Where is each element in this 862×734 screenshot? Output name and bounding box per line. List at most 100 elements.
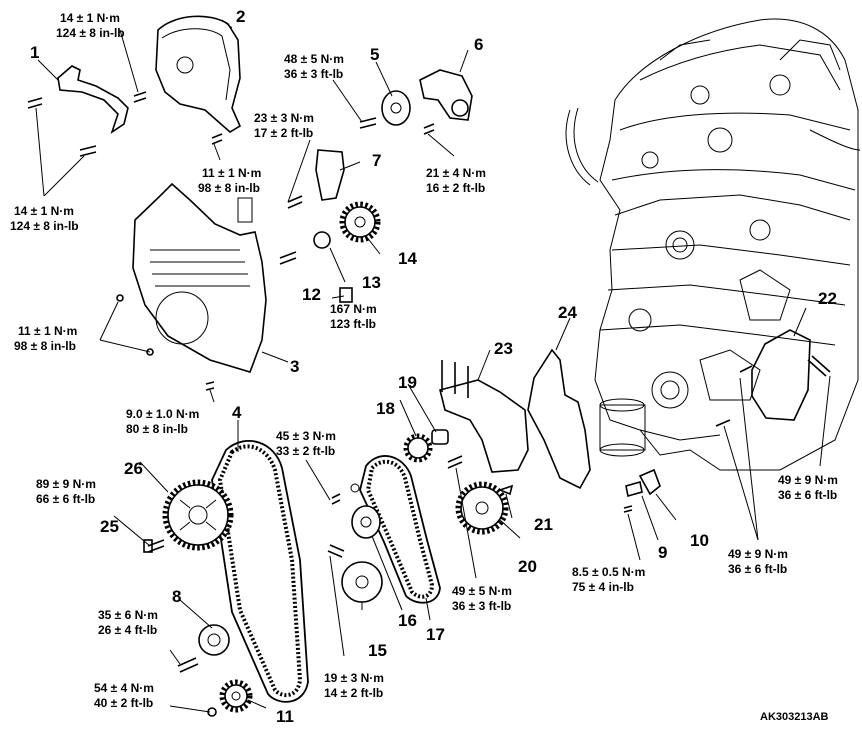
torque-part12-ftlb: 123 ft-lb <box>330 317 376 331</box>
label-part-20: 20 <box>518 557 537 576</box>
label-part-14: 14 <box>398 249 417 268</box>
torque-part8-ftlb: 26 ± 4 ft-lb <box>98 623 157 637</box>
label-part-19: 19 <box>398 373 417 392</box>
label-part-25: 25 <box>100 517 119 536</box>
part-16-washer <box>350 483 360 493</box>
label-part-18: 18 <box>376 399 395 418</box>
part-11-sprocket-body <box>224 684 248 708</box>
torque-part9-nm: 8.5 ± 0.5 N·m <box>572 565 645 579</box>
torque-cover3-inlb: 98 ± 8 in-lb <box>14 339 76 353</box>
torque-part6-nm: 21 ± 4 N·m <box>426 166 486 180</box>
torque-cover3-lower-inlb: 80 ± 8 in-lb <box>126 422 188 436</box>
torque-cover2-lower-inlb: 98 ± 8 in-lb <box>198 181 260 195</box>
part-22-support-bracket-drawing <box>751 329 811 421</box>
part-22-bolt <box>807 355 831 377</box>
cover-bolt-f <box>146 348 154 356</box>
part-17-balancer-belt-drawing <box>365 459 435 599</box>
label-part-23: 23 <box>494 339 513 358</box>
part-16-hub <box>360 516 372 528</box>
label-part-21: 21 <box>534 515 553 534</box>
part-15-bolt <box>327 544 345 558</box>
label-part-10: 10 <box>690 531 709 550</box>
part-26-hub <box>188 505 208 525</box>
label-part-5: 5 <box>370 45 379 64</box>
part-11-crankshaft-sprocket-drawing <box>219 679 253 713</box>
torque-part5-nm: 48 ± 5 N·m <box>284 52 344 66</box>
part-14-sprocket-body <box>344 206 376 238</box>
label-part-7: 7 <box>372 151 381 170</box>
part-15-hub <box>355 575 369 589</box>
label-part-12: 12 <box>302 285 321 304</box>
cover-bolt-g <box>205 381 215 391</box>
torque-cover2-nm: 14 ± 1 N·m <box>60 11 120 25</box>
torque-part20-nm: 49 ± 5 N·m <box>452 584 512 598</box>
part-5-idler-pulley-drawing <box>381 90 411 126</box>
label-part-16: 16 <box>398 611 417 630</box>
part-2-boss <box>176 56 194 74</box>
part-10-sensor-drawing <box>638 468 661 496</box>
part-8-tensioner-pulley-drawing <box>198 624 230 656</box>
part-12-plug-drawing <box>339 287 353 303</box>
label-part-11: 11 <box>276 707 294 726</box>
label-part-15: 15 <box>368 641 387 660</box>
label-part-17: 17 <box>426 625 445 644</box>
torque-part6-ftlb: 16 ± 2 ft-lb <box>426 181 485 195</box>
part-5-bolt <box>359 117 377 129</box>
label-part-2: 2 <box>236 7 245 26</box>
label-part-13: 13 <box>362 273 381 292</box>
label-part-9: 9 <box>658 543 667 562</box>
leader-lines <box>35 19 831 713</box>
torque-part7-nm: 23 ± 3 N·m <box>254 111 314 125</box>
torque-part20-ftlb: 36 ± 3 ft-lb <box>452 599 511 613</box>
torque-part12-nm: 167 N·m <box>330 302 377 316</box>
part-6-bracket-drawing <box>419 69 473 121</box>
torque-part7-ftlb: 17 ± 2 ft-lb <box>254 126 313 140</box>
torque-part8-nm: 35 ± 6 N·m <box>98 608 158 622</box>
part-14-bore <box>354 216 366 228</box>
part-26-camshaft-sprocket-drawing <box>162 479 234 551</box>
part-5-hub <box>390 102 402 114</box>
part-13-washer-drawing <box>313 231 331 249</box>
torque-part11-nm: 54 ± 4 N·m <box>94 681 154 695</box>
torque-cover3-lower-nm: 9.0 ± 1.0 N·m <box>126 407 199 421</box>
cover-bolt-e <box>116 294 124 302</box>
part-6-pulley <box>451 99 469 117</box>
torque-part16-nm: 45 ± 3 N·m <box>276 429 336 443</box>
torque-part15-nm: 19 ± 3 N·m <box>324 671 384 685</box>
part-7-bolt <box>287 195 303 209</box>
part-13-bolt <box>279 251 297 265</box>
label-part-24: 24 <box>558 303 577 322</box>
cover-bolt-d <box>211 133 223 145</box>
torque-cover3-nm: 11 ± 1 N·m <box>18 324 77 338</box>
part-14-sprocket-drawing <box>339 201 381 243</box>
part-22-bolt-lower <box>715 365 753 427</box>
part-18-sprocket-drawing <box>403 433 433 463</box>
label-part-22: 22 <box>818 289 837 308</box>
engine-block-illustration <box>565 18 861 471</box>
cover-bolt-a <box>27 97 43 109</box>
part-6-bolt <box>423 123 435 135</box>
cover-bolt-b <box>79 145 97 157</box>
part-2-upper-cover-drawing <box>155 15 242 133</box>
part-9-clip-drawing <box>625 480 643 498</box>
part-23-studs <box>441 360 469 398</box>
part-20-sprocket-body <box>460 486 504 530</box>
label-part-8: 8 <box>172 587 181 606</box>
torque-cover1-nm: 14 ± 1 N·m <box>14 204 74 218</box>
torque-cover2-lower-nm: 11 ± 1 N·m <box>202 166 261 180</box>
torque-part9-inlb: 75 ± 4 in-lb <box>572 580 634 594</box>
cover-bolt-c <box>133 91 147 103</box>
torque-part26-nm: 89 ± 9 N·m <box>36 477 96 491</box>
part-25-bolt-drawing <box>147 539 165 553</box>
part-18-sprocket-body <box>407 437 429 459</box>
torque-part26-ftlb: 66 ± 6 ft-lb <box>36 492 95 506</box>
part-23-bracket-drawing <box>439 379 529 473</box>
part-19-spacer-drawing <box>431 429 449 445</box>
torque-part22-nm: 49 ± 9 N·m <box>778 473 838 487</box>
label-part-4: 4 <box>232 403 242 422</box>
part-24-rear-cover-drawing <box>527 348 591 490</box>
torque-part10-nm: 49 ± 9 N·m <box>728 547 788 561</box>
part-16-bolt <box>331 493 341 505</box>
torque-part16-ftlb: 33 ± 2 ft-lb <box>276 444 335 458</box>
